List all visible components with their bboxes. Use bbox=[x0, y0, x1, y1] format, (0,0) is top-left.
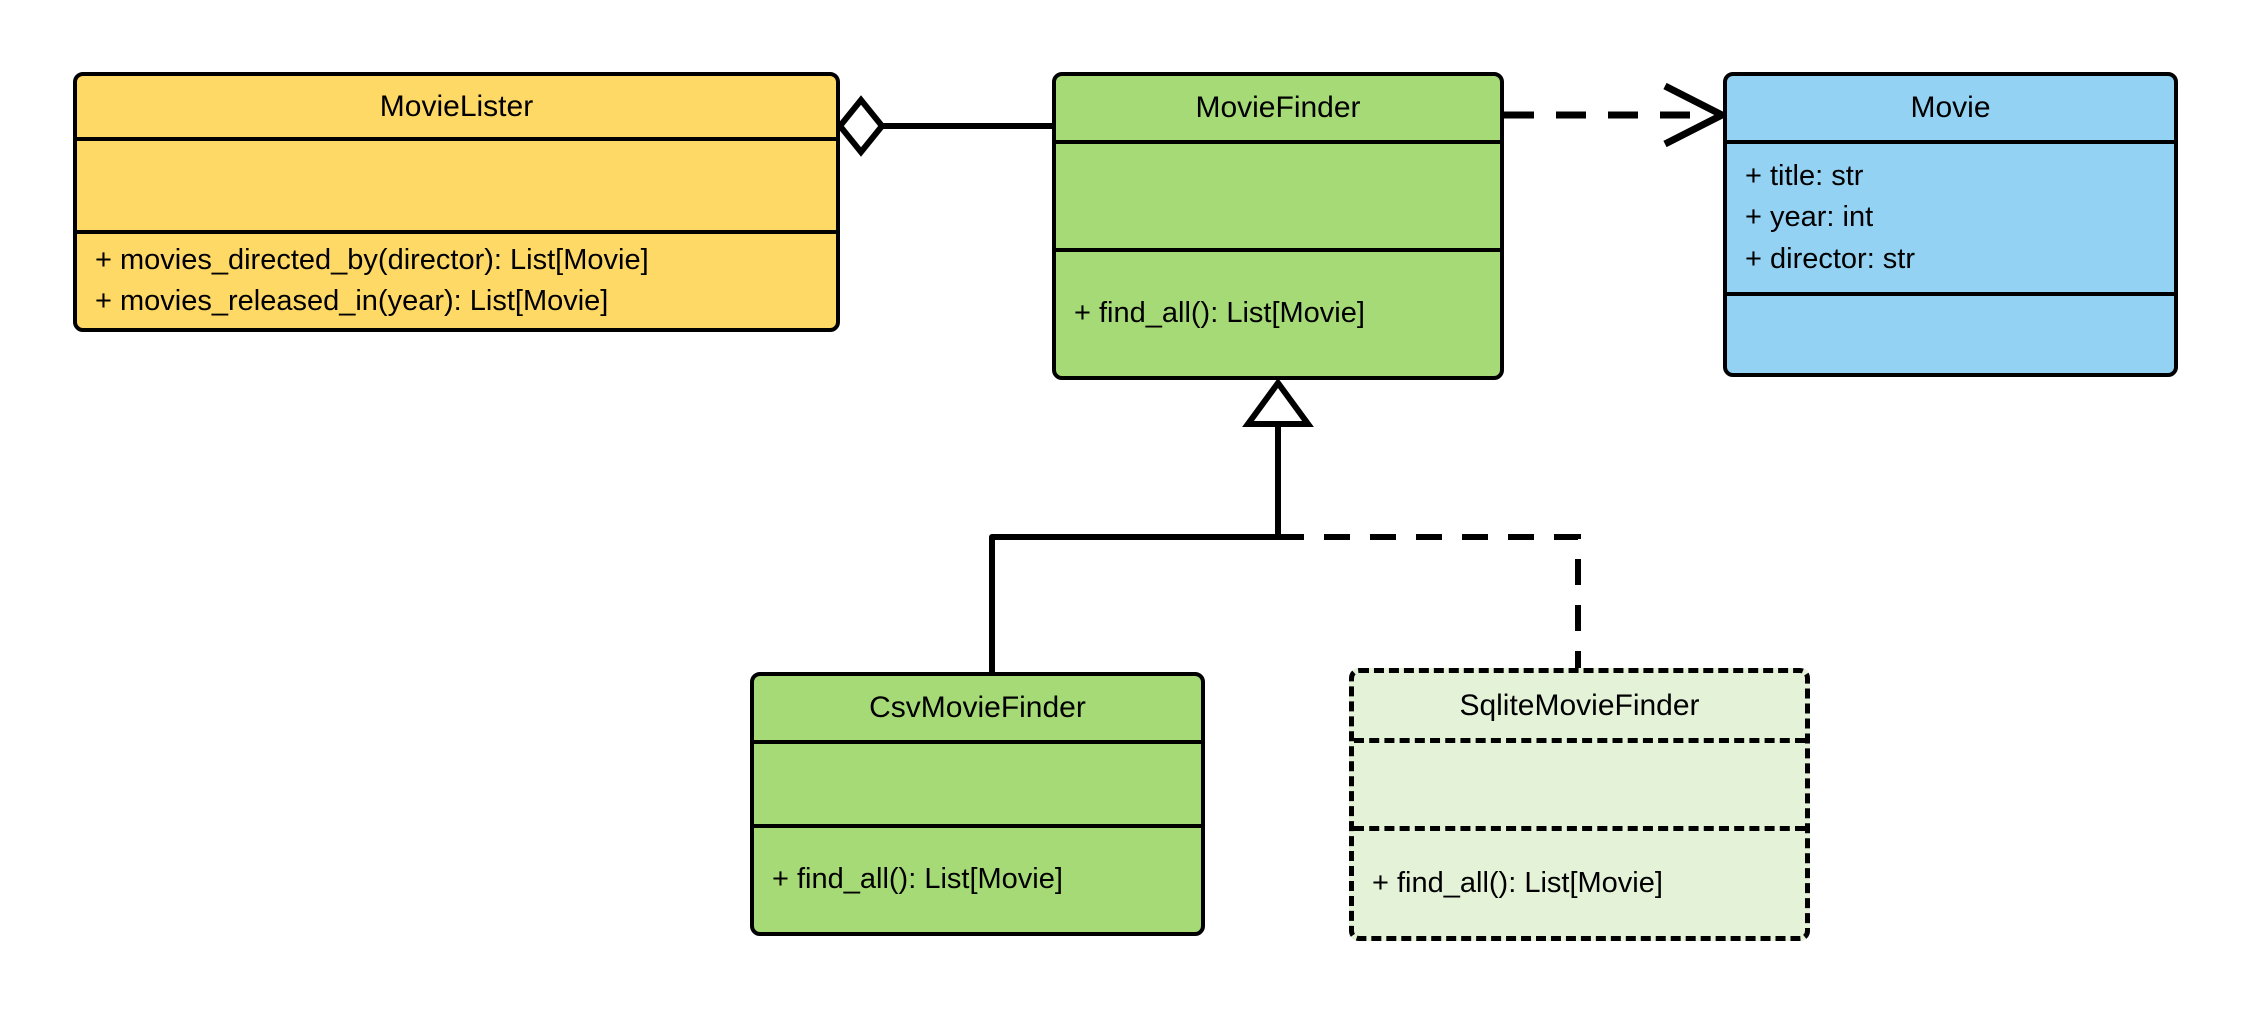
aggregation-lister-finder[interactable] bbox=[836, 95, 1052, 157]
class-name-compartment: MovieLister bbox=[77, 76, 836, 142]
class-methods-compartment bbox=[1727, 296, 2174, 373]
class-method-item: + find_all(): List[Movie] bbox=[772, 863, 1063, 896]
hollow-triangle-marker bbox=[1242, 377, 1314, 427]
generalization-csv-line bbox=[989, 534, 1278, 672]
class-name-label: SqliteMovieFinder bbox=[1459, 688, 1700, 722]
open-arrow-marker bbox=[1663, 82, 1730, 148]
class-methods-compartment: + find_all(): List[Movie] bbox=[1056, 252, 1500, 376]
generalization-sqlite-finder[interactable] bbox=[1278, 534, 1581, 668]
class-method-item: + movies_directed_by(director): List[Mov… bbox=[95, 243, 649, 276]
class-name-label: MovieFinder bbox=[1195, 91, 1361, 124]
class-box-movie-lister[interactable]: MovieLister + movies_directed_by(directo… bbox=[73, 72, 840, 332]
class-box-movie[interactable]: Movie + title: str + year: int + directo… bbox=[1723, 72, 2178, 377]
dependency-finder-movie[interactable] bbox=[1504, 82, 1730, 148]
class-attribute-item: + year: int bbox=[1745, 201, 1874, 234]
class-methods-compartment: + find_all(): List[Movie] bbox=[1354, 831, 1805, 936]
hollow-diamond-marker bbox=[836, 95, 886, 157]
class-name-compartment: CsvMovieFinder bbox=[754, 676, 1201, 744]
class-method-item: + find_all(): List[Movie] bbox=[1074, 297, 1365, 330]
class-attributes-compartment bbox=[77, 141, 836, 234]
class-attribute-item: + title: str bbox=[1745, 160, 1864, 193]
class-attributes-compartment: + title: str + year: int + director: str bbox=[1727, 144, 2174, 296]
class-name-compartment: Movie bbox=[1727, 76, 2174, 144]
class-methods-compartment: + movies_directed_by(director): List[Mov… bbox=[77, 234, 836, 328]
class-box-sqlite-movie-finder[interactable]: SqliteMovieFinder + find_all(): List[Mov… bbox=[1349, 668, 1810, 941]
class-attributes-compartment bbox=[1354, 743, 1805, 831]
class-methods-compartment: + find_all(): List[Movie] bbox=[754, 828, 1201, 932]
class-attributes-compartment bbox=[754, 744, 1201, 828]
class-attribute-item: + director: str bbox=[1745, 242, 1916, 275]
generalization-csv-finder[interactable] bbox=[989, 534, 1278, 672]
class-name-compartment: MovieFinder bbox=[1056, 76, 1500, 144]
class-name-label: MovieLister bbox=[379, 89, 534, 123]
class-name-label: Movie bbox=[1910, 91, 1991, 124]
class-method-item: + movies_released_in(year): List[Movie] bbox=[95, 284, 609, 317]
generalization-sqlite-line bbox=[1278, 534, 1581, 668]
generalization-trunk bbox=[1242, 377, 1314, 537]
class-name-label: CsvMovieFinder bbox=[869, 691, 1086, 724]
class-method-item: + find_all(): List[Movie] bbox=[1372, 866, 1663, 899]
class-name-compartment: SqliteMovieFinder bbox=[1354, 673, 1805, 743]
class-box-csv-movie-finder[interactable]: CsvMovieFinder + find_all(): List[Movie] bbox=[750, 672, 1205, 936]
class-attributes-compartment bbox=[1056, 144, 1500, 252]
class-box-movie-finder[interactable]: MovieFinder + find_all(): List[Movie] bbox=[1052, 72, 1504, 380]
